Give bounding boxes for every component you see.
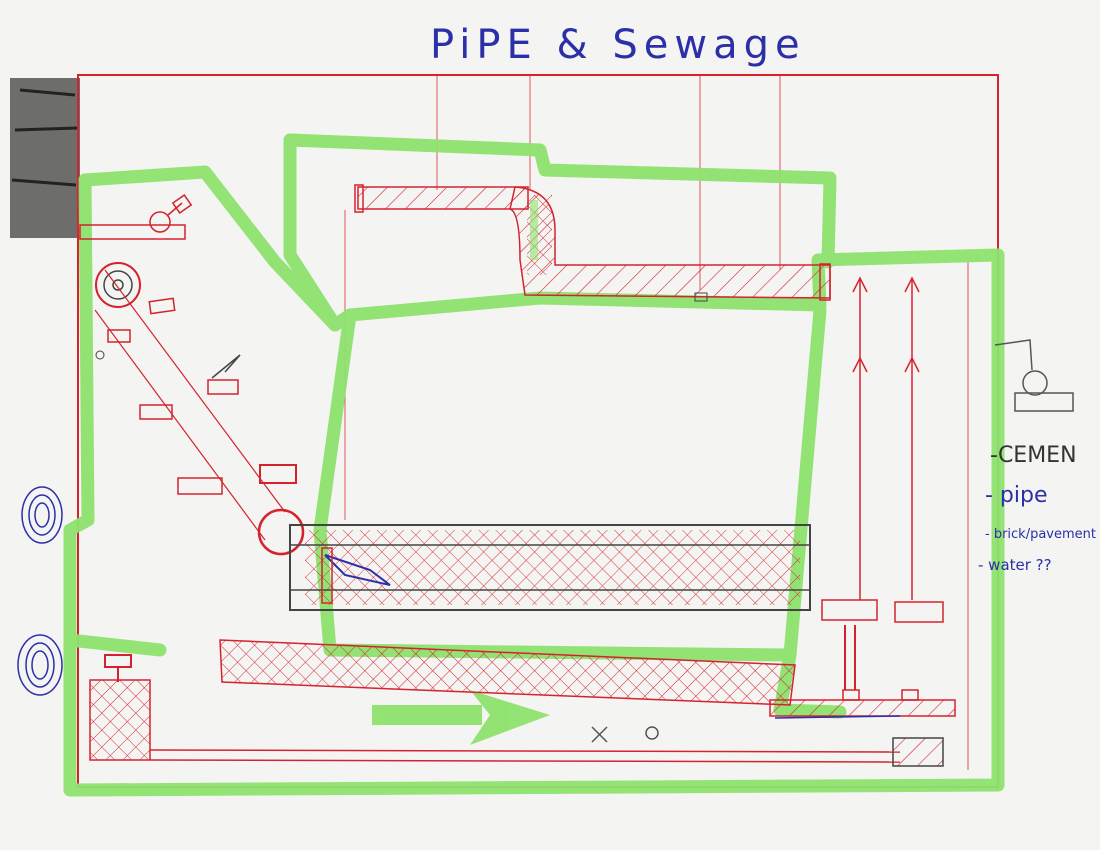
gear-icon (96, 263, 140, 307)
spiral-marks (18, 487, 62, 695)
x-marker (592, 727, 658, 742)
crane-icon (995, 340, 1073, 411)
floor-line (150, 750, 900, 762)
up-arrows (853, 278, 919, 600)
pencil-scribble (10, 78, 80, 238)
middle-pipe (290, 525, 810, 610)
sheet-title: PiPE & Sewage (430, 22, 806, 68)
upper-pipe (355, 185, 830, 301)
floor-end-block (893, 738, 943, 766)
legend-water: - water ?? (978, 556, 1052, 574)
legend-pipe: - pipe (985, 483, 1048, 508)
legend-brick: - brick/pavement (985, 527, 1096, 542)
spring-icon (80, 195, 191, 239)
legend-cement: -CEMEN (990, 443, 1077, 468)
brick-column (90, 655, 150, 760)
direction-arrow-icon (372, 690, 550, 745)
conveyor-slope (95, 270, 303, 554)
